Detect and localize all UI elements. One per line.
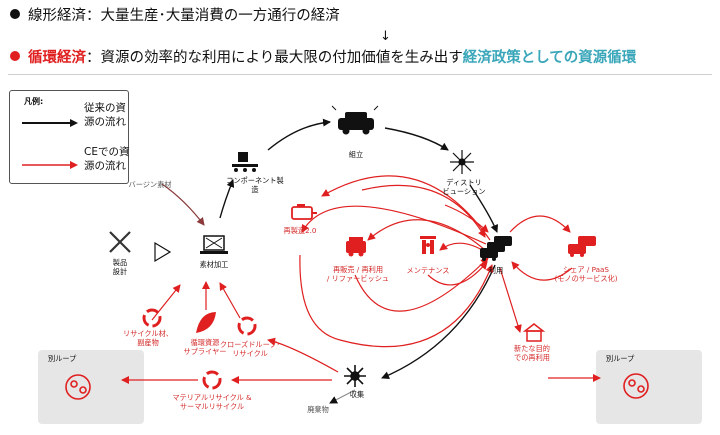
flow-collection-to-closed-loop (267, 337, 339, 373)
material-processing-icon (200, 235, 228, 254)
use-label: 利用 (488, 266, 504, 275)
flow-closed-loop-to-processing (219, 282, 241, 319)
waste-label: 廃棄物 (307, 405, 329, 414)
circular-supplier-label: 循環資源 サプライヤー (183, 338, 227, 356)
loop-resale-out (354, 257, 489, 312)
new-purpose-label: 新たな目的 での再利用 (514, 344, 550, 362)
flow-assembly-to-distribution (384, 127, 449, 151)
header-divider (8, 74, 712, 75)
assembly-label: 組立 (348, 150, 364, 159)
share-label: シェア / PaaS (モノのサービス化) (554, 265, 618, 283)
circular-economy-term: 循環経済 (28, 50, 86, 66)
loop-maintenance-in (439, 242, 488, 254)
flow-use-to-new-purpose (499, 267, 522, 333)
flow-virgin-to-processing (161, 183, 205, 226)
circular-economy-text: ：資源の効率的な利用により最大限の付加価値を生み出す (86, 50, 463, 66)
down-arrow: ↓ (380, 29, 391, 44)
red-cars-icon (568, 236, 596, 257)
loop-remanufacture-out (299, 254, 494, 348)
legend-conventional-label: 従来の資 源の流れ (84, 102, 126, 128)
leaf-icon (196, 312, 216, 333)
red-arrow-icon (22, 161, 78, 169)
loop-maintenance-out (427, 261, 488, 286)
flow-recycled-to-processing (151, 284, 181, 321)
loop-gear-icon (65, 373, 649, 400)
circular-economy-highlight: 経済政策としての資源循環 (462, 50, 637, 66)
recycled-material-label: リサイクル材、 副産物 (123, 329, 173, 347)
loop-return-to-use (361, 184, 486, 238)
virgin-material-label: バージン素材 (128, 180, 172, 189)
recycle-icon (142, 308, 257, 390)
loop-resale-in (367, 219, 486, 251)
cars-icon (480, 236, 512, 261)
resale-label: 再販売 / 再利用 / リファービッシュ (326, 265, 390, 283)
collection-icon (344, 365, 366, 387)
maintenance-icon (420, 236, 436, 254)
legend-title: 凡例: (24, 97, 44, 106)
other-loop-left-label: 別ループ (48, 354, 77, 363)
component-icon (232, 152, 258, 172)
loop-share-in (509, 215, 571, 233)
flow-processing-to-component (219, 179, 235, 219)
design-arrow-icon (154, 241, 172, 263)
other-loop-right: 別ループ (596, 350, 702, 424)
header-line-linear: 線形経済：大量生産･大量消費の一方通行の経済 (10, 4, 340, 25)
loop-share-out (511, 261, 573, 281)
remanufacture-label: 再製造2.0 (283, 226, 317, 235)
linear-economy-text: 線形経済：大量生産･大量消費の一方通行の経済 (28, 8, 340, 24)
flow-collection-to-waste (329, 389, 356, 404)
black-arrow-icon (22, 119, 78, 127)
closed-loop-recycling-label: クローズドループ･ リサイクル (219, 340, 281, 358)
loop-remanufacture-in-2 (301, 205, 487, 245)
car-icon (331, 105, 379, 135)
network-icon (450, 150, 474, 174)
product-design-label: 製品 設計 (112, 258, 128, 276)
header-line-circular: 循環経済：資源の効率的な利用により最大限の付加価値を生み出す経済政策としての資源… (10, 46, 636, 67)
legend: 凡例: 従来の資 源の流れ CEでの資 源の流れ (9, 90, 129, 184)
loop-remanufacture-in (321, 175, 491, 241)
legend-ce-label: CEでの資 源の流れ (84, 146, 130, 172)
maintenance-label: メンテナンス (406, 266, 450, 275)
other-loop-right-label: 別ループ (606, 354, 635, 363)
bullet-icon (10, 9, 20, 19)
new-purpose-icon (522, 323, 546, 342)
material-recycle-label: マテリアルリサイクル & サーマルリサイクル (172, 393, 252, 411)
flow-component-to-assembly (267, 118, 331, 151)
material-processing-label: 素材加工 (199, 260, 229, 269)
tools-icon (109, 231, 131, 253)
engine-icon (291, 204, 317, 220)
red-car-icon (346, 237, 366, 257)
flow-use-to-collection (381, 264, 496, 379)
distribution-label: ディストリ ビューション (442, 178, 486, 196)
collection-label: 収集 (349, 390, 365, 399)
bullet-icon (10, 51, 20, 61)
other-loop-left: 別ループ (38, 350, 144, 424)
loop-distribution-to-use (444, 204, 489, 233)
flow-distribution-to-use (469, 184, 499, 233)
component-label: コンポーネント製 造 (226, 176, 284, 194)
